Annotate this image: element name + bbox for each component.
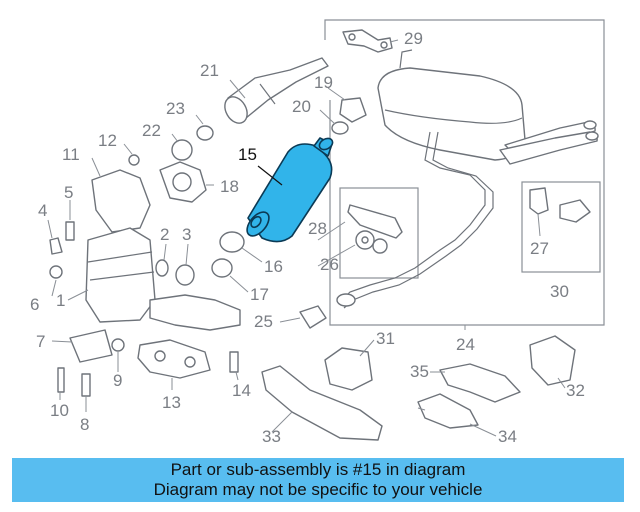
assembly-24-frame: [324, 19, 605, 326]
intermediate-pipe: [339, 131, 486, 303]
callout-26: 26: [320, 255, 339, 274]
heat-shield-35: [439, 363, 521, 403]
isolator-28: [347, 204, 403, 254]
callout-12: 12: [98, 131, 117, 150]
banner-line-2: Diagram may not be specific to your vehi…: [153, 480, 483, 499]
heat-shield-33: [261, 365, 383, 441]
heat-shield-31: [324, 347, 373, 391]
callout-10: 10: [50, 401, 69, 420]
stud-10: [57, 367, 65, 393]
heat-shield-32: [529, 335, 576, 386]
sub-box-30: [521, 181, 601, 273]
callout-32: 32: [566, 381, 585, 400]
bolt-14: [229, 351, 239, 373]
gasket-23: [196, 125, 214, 141]
callout-4: 4: [38, 201, 47, 220]
rear-muffler: [377, 49, 599, 165]
isolator-27: [529, 187, 591, 223]
front-pipe-21: [224, 57, 329, 124]
callout-13: 13: [162, 393, 181, 412]
callout-23: 23: [166, 99, 185, 118]
part-15-highlighted[interactable]: [243, 136, 335, 243]
heat-shield-34: [417, 393, 479, 429]
gasket-17: [211, 258, 233, 278]
callout-20: 20: [292, 97, 311, 116]
callout-24: 24: [456, 335, 475, 354]
callout-19: 19: [314, 73, 333, 92]
callout-25: 25: [254, 312, 273, 331]
callout-14: 14: [232, 381, 251, 400]
callout-28: 28: [308, 219, 327, 238]
bracket-7: [69, 329, 113, 363]
callout-29: 29: [404, 29, 423, 48]
egr-18: [159, 161, 207, 203]
ring-3: [175, 264, 195, 286]
callout-9: 9: [113, 371, 122, 390]
callout-15: 15: [238, 145, 257, 164]
washer-6: [49, 265, 63, 279]
callout-2: 2: [160, 225, 169, 244]
clamp-16: [219, 231, 245, 253]
nut-9: [111, 338, 125, 352]
callout-33: 33: [262, 427, 281, 446]
clamp-22: [171, 139, 193, 161]
callout-16: 16: [264, 257, 283, 276]
callout-3: 3: [182, 225, 191, 244]
callout-numbers: 15 21 19 20 23 22 12 11 18 5 4 2 3 16 17…: [30, 29, 585, 446]
info-banner: Part or sub-assembly is #15 in diagram D…: [12, 458, 624, 502]
callout-21: 21: [200, 61, 219, 80]
bracket-4: [49, 237, 63, 255]
callout-6: 6: [30, 295, 39, 314]
bolt-5: [65, 221, 75, 241]
callout-7: 7: [36, 332, 45, 351]
callout-18: 18: [220, 177, 239, 196]
callout-8: 8: [80, 415, 89, 434]
callout-34: 34: [498, 427, 517, 446]
nut-12: [128, 154, 140, 166]
sub-box-28: [339, 187, 419, 279]
manifold: [137, 294, 241, 379]
gasket-2: [155, 259, 169, 277]
callout-11: 11: [62, 145, 80, 164]
converter-1: [85, 227, 156, 323]
clamp-25: [299, 305, 327, 329]
callout-22: 22: [142, 121, 161, 140]
callout-17: 17: [250, 285, 269, 304]
callout-30: 30: [550, 282, 569, 301]
callout-5: 5: [64, 183, 73, 202]
flange-19: [331, 97, 367, 135]
bolt-8: [81, 373, 91, 397]
callout-31: 31: [376, 329, 395, 348]
hanger-bracket-29: [342, 29, 393, 53]
banner-line-1: Part or sub-assembly is #15 in diagram: [170, 460, 466, 479]
leader-lines: [47, 39, 566, 437]
heat-shield-11: [91, 169, 151, 233]
callout-1: 1: [56, 291, 65, 310]
callout-35: 35: [410, 362, 429, 381]
callout-27: 27: [530, 239, 549, 258]
